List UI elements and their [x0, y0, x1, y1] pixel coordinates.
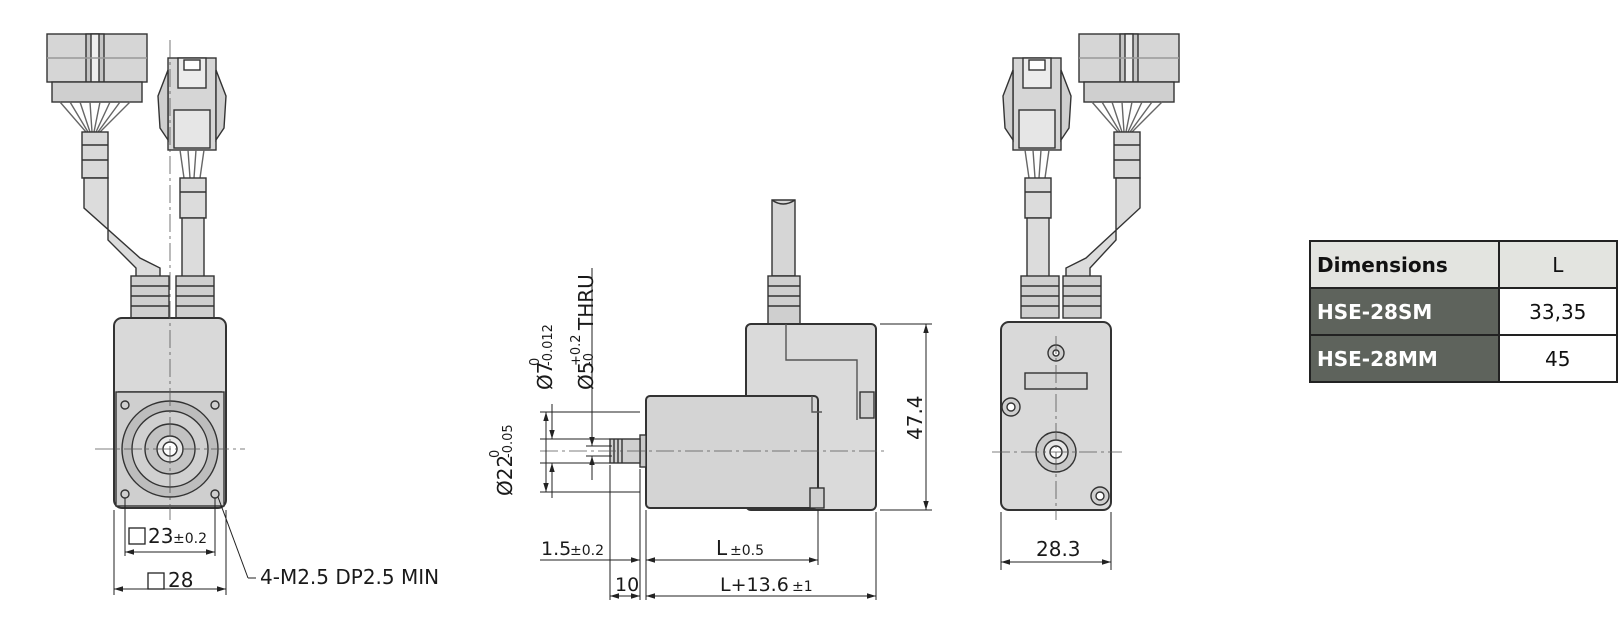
pilot-tol-lower: -0.05	[501, 424, 516, 458]
rear-dimensions	[1000, 512, 1112, 570]
pilot-diameter-label: Ø22	[493, 455, 517, 496]
front-view	[46, 33, 245, 520]
rear-large-connector	[1078, 33, 1180, 179]
side-dimensions	[540, 268, 932, 600]
motor-body-side	[645, 395, 819, 509]
body-length-tol: ±0.5	[730, 543, 764, 559]
pilot-depth-tol: ±0.2	[570, 543, 604, 559]
thru-hole-label: Ø5	[574, 362, 598, 390]
shaft-tol-upper: 0	[528, 358, 543, 366]
front-dimensions	[113, 496, 256, 595]
table-cell-model: HSE-28MM	[1309, 334, 1500, 383]
table-cell-value: 45	[1497, 334, 1618, 383]
table-row: HSE-28SM 33,35	[1309, 287, 1618, 336]
height-label: 47.4	[903, 395, 927, 440]
strain-reliefs	[130, 275, 215, 319]
pilot-tol-upper: 0	[488, 450, 503, 458]
table-header-l: L	[1497, 240, 1618, 289]
rear-view	[992, 33, 1180, 520]
rear-strain-reliefs	[1020, 275, 1102, 319]
table-header-row: Dimensions L	[1309, 240, 1618, 289]
total-length-tol: ±1	[792, 579, 813, 595]
shaft-diameter-label: Ø7	[533, 362, 557, 390]
table-cell-value: 33,35	[1497, 287, 1618, 336]
thru-tol-lower: -0	[582, 353, 597, 366]
left-cable	[83, 177, 161, 279]
bolt-square-label: 23	[148, 524, 173, 548]
screw-callout: 4-M2.5 DP2.5 MIN	[260, 565, 439, 589]
shaft-length-label: 10	[615, 574, 639, 596]
side-cable	[771, 199, 796, 277]
large-connector	[46, 33, 148, 179]
rear-width-label: 28.3	[1036, 537, 1081, 561]
rear-small-connector	[1002, 57, 1072, 279]
thru-hole-callout: Ø5 +0.2 -0 THRU	[569, 274, 598, 390]
table-row: HSE-28MM 45	[1309, 334, 1618, 383]
thru-label: THRU	[574, 274, 598, 331]
dimensions-table: Dimensions L HSE-28SM 33,35 HSE-28MM 45	[1309, 240, 1618, 383]
shaft-diameter-callout: Ø7 0 -0.012	[528, 324, 557, 390]
side-view	[540, 199, 888, 511]
total-length-label: L+13.6	[720, 574, 789, 596]
side-strain-relief	[767, 275, 801, 325]
pilot-diameter-callout: Ø22 0 -0.05	[488, 424, 517, 496]
pilot-depth-label: 1.5	[541, 538, 571, 560]
rear-cable	[1065, 177, 1141, 279]
table-header-dimensions: Dimensions	[1309, 240, 1500, 289]
table-cell-model: HSE-28SM	[1309, 287, 1500, 336]
body-square-label: 28	[168, 568, 193, 592]
thru-tol-upper: +0.2	[569, 334, 584, 366]
small-connector	[157, 57, 227, 279]
bolt-square-tolerance: ±0.2	[173, 531, 207, 547]
body-length-label: L	[716, 536, 728, 560]
shaft-tol-lower: -0.012	[541, 324, 556, 366]
